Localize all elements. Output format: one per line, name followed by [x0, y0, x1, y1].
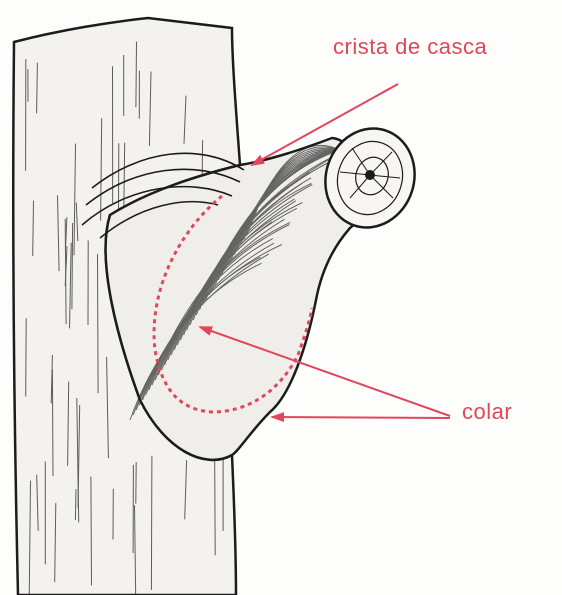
colar-arrow-outer [272, 417, 450, 418]
collar-label: colar [462, 399, 512, 425]
bark-ridge-label: crista de casca [333, 34, 487, 60]
